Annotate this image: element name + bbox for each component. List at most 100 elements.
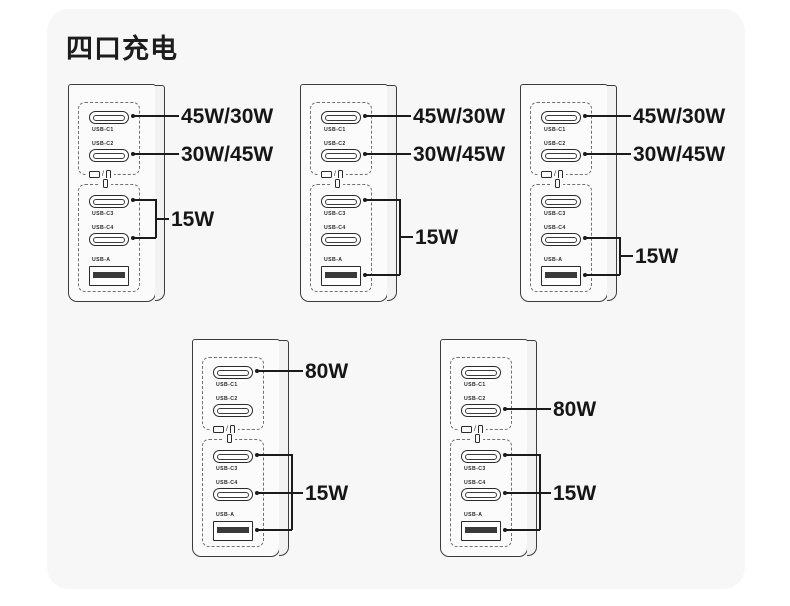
- callout-15w: 15W: [171, 208, 215, 231]
- callout-15w: 15W: [415, 226, 459, 249]
- charger-side-profile: [387, 85, 397, 301]
- label-usb-c2: USB-C2: [544, 141, 566, 147]
- leader-dot-usb-a: [503, 528, 507, 532]
- leader-dot-c3: [131, 198, 135, 202]
- port-usb-c4[interactable]: [213, 488, 253, 501]
- bracket-spine-15w: [155, 199, 157, 238]
- phone-icon-badge: [332, 178, 343, 189]
- label-usb-a: USB-A: [92, 257, 111, 263]
- port-usb-c3[interactable]: [541, 195, 581, 208]
- label-usb-c1: USB-C1: [216, 382, 238, 388]
- port-usb-c3[interactable]: [213, 450, 253, 463]
- label-usb-a: USB-A: [216, 512, 235, 518]
- port-usb-c4[interactable]: [461, 488, 501, 501]
- charger-body: / USB-C1 USB-C2 USB-C3 USB-C4 USB-A: [520, 84, 617, 302]
- port-usb-a[interactable]: [213, 521, 253, 541]
- port-usb-c4[interactable]: [89, 233, 129, 246]
- phone-icon: [335, 179, 340, 188]
- bracket-spine-15w: [539, 454, 541, 530]
- port-usb-a[interactable]: [89, 266, 129, 286]
- bracket-spine-15w: [619, 237, 621, 275]
- label-usb-c4: USB-C4: [464, 480, 486, 486]
- port-usb-c3[interactable]: [89, 195, 129, 208]
- leader-line-c3: [366, 199, 400, 201]
- leader-dot-c1: [131, 114, 135, 118]
- label-usb-a: USB-A: [324, 257, 343, 263]
- phone-icon: [227, 434, 232, 443]
- port-usb-a[interactable]: [321, 266, 361, 286]
- label-usb-c3: USB-C3: [324, 211, 346, 217]
- port-usb-c1[interactable]: [321, 111, 361, 124]
- label-usb-c4: USB-C4: [216, 480, 238, 486]
- laptop-icon: [461, 425, 472, 434]
- leader-line-c2: [366, 153, 411, 155]
- port-usb-c2[interactable]: [89, 149, 129, 162]
- leader-dot-c1: [583, 114, 587, 118]
- label-usb-c1: USB-C1: [464, 382, 486, 388]
- leader-dot-c2: [363, 152, 367, 156]
- port-usb-c1[interactable]: [461, 366, 501, 379]
- leader-line-usb-a: [506, 529, 540, 531]
- phone-icon-badge: [472, 433, 483, 444]
- phone-icon-badge: [100, 178, 111, 189]
- port-usb-c2[interactable]: [541, 149, 581, 162]
- laptop-phone-icon: /: [86, 169, 114, 180]
- port-usb-c3[interactable]: [321, 195, 361, 208]
- port-usb-c2[interactable]: [321, 149, 361, 162]
- label-usb-c2: USB-C2: [216, 396, 238, 402]
- label-usb-c3: USB-C3: [216, 466, 238, 472]
- leader-line-c3: [506, 454, 540, 456]
- bracket-stem-15w: [400, 236, 413, 238]
- leader-dot-c1: [255, 369, 259, 373]
- phone-icon: [103, 179, 108, 188]
- callout-c1: 80W: [305, 360, 349, 383]
- laptop-icon: [213, 425, 224, 434]
- leader-dot-c3: [255, 453, 259, 457]
- port-usb-c3[interactable]: [461, 450, 501, 463]
- port-usb-c1[interactable]: [541, 111, 581, 124]
- leader-line-c2: [506, 408, 551, 410]
- port-usb-c2[interactable]: [213, 404, 253, 417]
- callout-c1: 45W/30W: [181, 105, 274, 128]
- leader-line-c4: [258, 492, 303, 494]
- leader-line-usb-a: [258, 529, 292, 531]
- phone-icon-badge: [224, 433, 235, 444]
- charger-side-profile: [279, 340, 289, 556]
- port-usb-c4[interactable]: [321, 233, 361, 246]
- label-usb-c1: USB-C1: [544, 127, 566, 133]
- callout-15w: 15W: [635, 245, 679, 268]
- bracket-spine-15w: [291, 454, 293, 530]
- leader-dot-c3: [503, 453, 507, 457]
- label-usb-c2: USB-C2: [92, 141, 114, 147]
- charger-body: / USB-C1 USB-C2 USB-C3 USB-C4 USB-A: [300, 84, 397, 302]
- leader-line-c1: [586, 115, 631, 117]
- charger-body: / USB-C1 USB-C2 USB-C3 USB-C4 USB-A: [68, 84, 165, 302]
- leader-line-c4: [134, 237, 156, 239]
- port-usb-a[interactable]: [461, 521, 501, 541]
- laptop-icon: [321, 170, 332, 179]
- bracket-stem-15w: [620, 255, 633, 257]
- port-usb-a[interactable]: [541, 266, 581, 286]
- leader-line-c2: [586, 153, 631, 155]
- leader-line-usb-a: [586, 274, 620, 276]
- glyph-separator: /: [226, 426, 228, 433]
- leader-dot-usb-a: [583, 273, 587, 277]
- port-usb-c1[interactable]: [89, 111, 129, 124]
- leader-line-usb-a: [366, 274, 400, 276]
- label-usb-c2: USB-C2: [464, 396, 486, 402]
- callout-c2: 30W/45W: [633, 143, 726, 166]
- leader-dot-c4: [255, 491, 259, 495]
- label-usb-c4: USB-C4: [544, 225, 566, 231]
- port-usb-c4[interactable]: [541, 233, 581, 246]
- glyph-separator: /: [474, 426, 476, 433]
- port-usb-c1[interactable]: [213, 366, 253, 379]
- glyph-separator: /: [334, 171, 336, 178]
- label-usb-a: USB-A: [464, 512, 483, 518]
- callout-c2: 30W/45W: [413, 143, 506, 166]
- leader-line-c4: [506, 492, 551, 494]
- port-usb-c2[interactable]: [461, 404, 501, 417]
- callout-15w: 15W: [553, 482, 597, 505]
- laptop-icon: [541, 170, 552, 179]
- leader-line-c1: [366, 115, 411, 117]
